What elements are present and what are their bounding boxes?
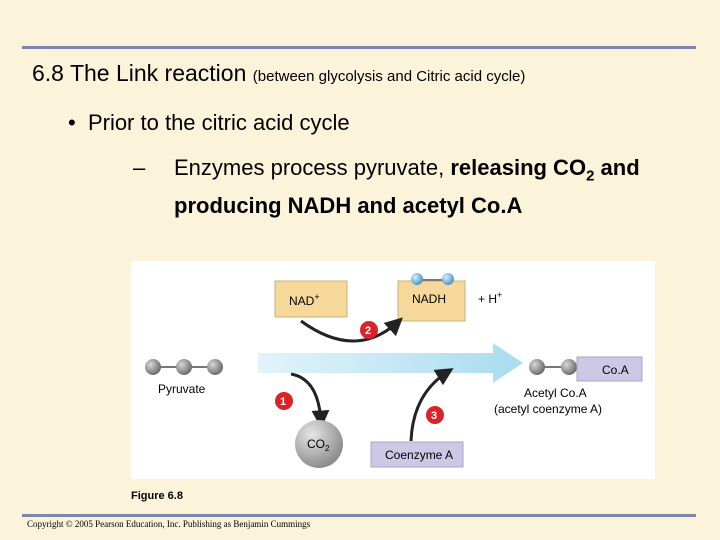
nad-box [274,280,348,318]
step2-label: 2 [365,325,371,337]
sub-text-bold1: releasing CO [450,155,587,180]
top-rule [22,46,696,49]
step3-label: 3 [431,410,437,422]
step1-arrow [290,372,330,429]
nad-label: NAD+ [289,292,320,308]
coa-label: Co.A [602,363,629,377]
link-reaction-figure: NAD+ NADH + H+ 2 Pyruvate Co.A Acetyl Co… [131,261,655,479]
sub-bullet-marker: – [133,155,146,180]
acetyl-full-label: (acetyl coenzyme A) [494,402,602,416]
nadh-molecule-2 [442,273,454,285]
copyright-text: Copyright © 2005 Pearson Education, Inc.… [27,519,311,529]
bullet-marker: • [68,110,76,135]
step2-arrow [300,317,403,343]
sub-bullet-text: Enzymes process pyruvate, releasing CO2 … [174,153,694,221]
step3-badge [426,406,444,424]
pyruvate-molecule-1 [145,359,161,375]
sub-text-subscript: 2 [586,167,595,185]
co2-label: CO2 [307,437,330,453]
pyruvate-label: Pyruvate [158,382,206,396]
bullet-text: Prior to the citric acid cycle [87,110,350,135]
coa-box [576,356,643,382]
title-main: 6.8 The Link reaction [32,60,247,86]
main-flow-arrow [258,343,523,383]
bullet-point: • Prior to the citric acid cycle [68,110,350,136]
acetyl-molecule-2 [561,359,577,375]
nadh-box [397,280,466,322]
pyruvate-molecule-3 [207,359,223,375]
step3-arrow [409,368,454,442]
pyruvate-molecule-2 [176,359,192,375]
figure-svg: NAD+ NADH + H+ 2 Pyruvate Co.A Acetyl Co… [145,273,643,468]
slide-title: 6.8 The Link reaction (between glycolysi… [32,60,525,87]
acetyl-label: Acetyl Co.A [524,386,587,400]
step1-label: 1 [280,396,286,408]
sub-text-bold2: and producing NADH and acetyl Co.A [174,155,640,219]
step2-badge [360,321,378,339]
hplus-label: + H+ [478,290,502,306]
nadh-label: NADH [412,292,446,306]
nadh-molecule-1 [411,273,423,285]
figure-caption: Figure 6.8 [131,490,183,502]
co2-molecule [295,420,343,468]
coenzyme-label: Coenzyme A [385,448,453,462]
sub-text-normal: Enzymes process pyruvate, [174,155,451,180]
coenzyme-box [370,441,464,468]
title-paren: (between glycolysis and Citric acid cycl… [252,68,526,85]
step1-badge [275,392,293,410]
bottom-rule [22,514,696,517]
acetyl-molecule-1 [529,359,545,375]
